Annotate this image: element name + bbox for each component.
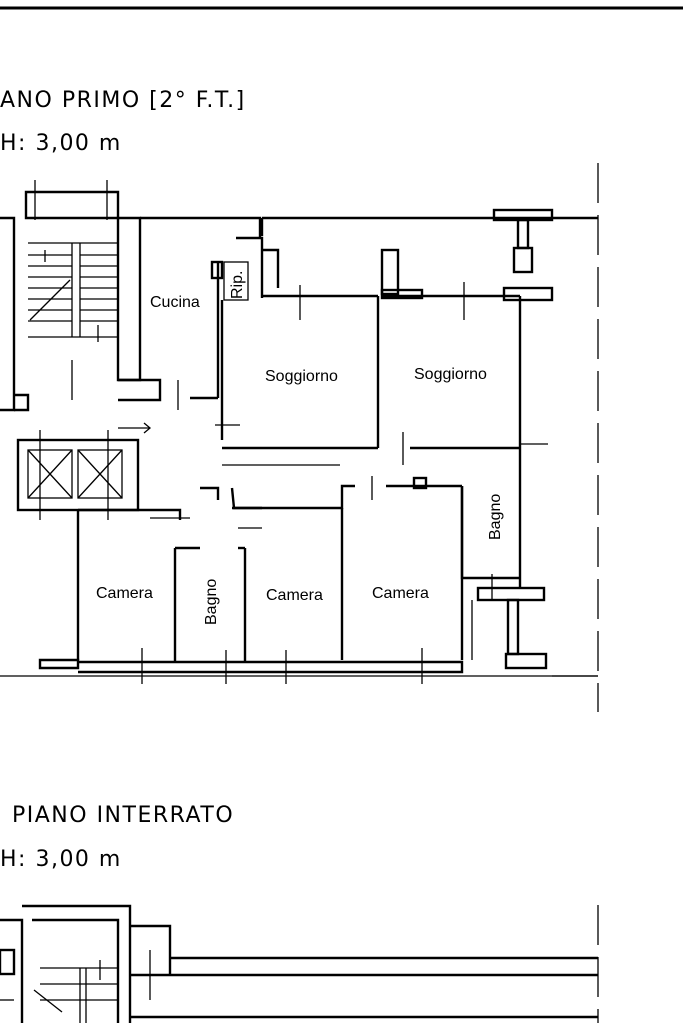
plan-interrato [0, 904, 599, 1023]
floor-primo-height: H: 3,00 m [0, 131, 122, 156]
room-label-soggiorno-right: Soggiorno [414, 366, 487, 383]
room-label-camera-3: Camera [372, 585, 429, 602]
floor-interrato-title: PIANO INTERRATO [12, 803, 234, 828]
floor-primo-title: ANO PRIMO [2° F.T.] [0, 88, 246, 113]
room-label-bagno-right: Bagno [487, 494, 504, 540]
room-label-bagno-center: Bagno [203, 579, 220, 625]
room-label-camera-2: Camera [266, 587, 323, 604]
floor-interrato-height: H: 3,00 m [0, 847, 122, 872]
room-label-camera-1: Camera [96, 585, 153, 602]
room-label-cucina: Cucina [150, 294, 200, 311]
room-label-rip: Rip. [229, 271, 246, 299]
room-label-soggiorno-left: Soggiorno [265, 368, 338, 385]
plan-primo: Cucina Rip. Soggiorno Soggiorno Bagno Ca… [0, 163, 599, 712]
